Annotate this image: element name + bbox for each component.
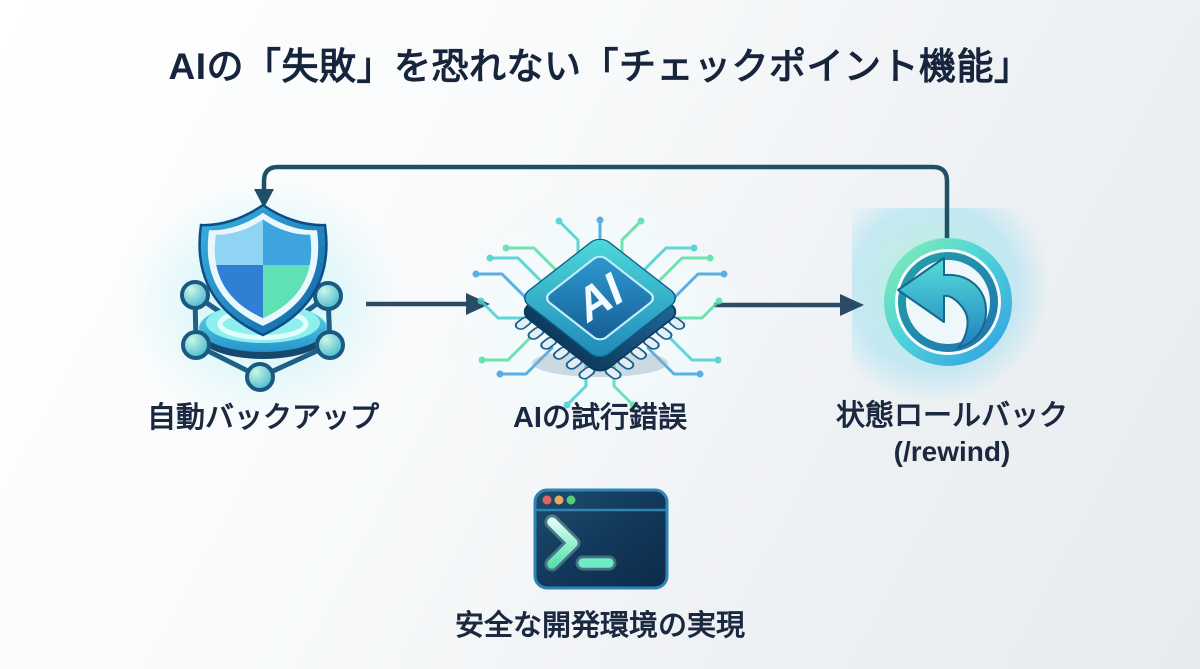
prompt-glyph [544, 514, 617, 572]
terminal-icon [533, 488, 669, 590]
label-auto-backup: 自動バックアップ [146, 402, 379, 434]
window-dot-green [566, 495, 576, 505]
rewind-icon [884, 238, 1012, 366]
label-ai-trial: AIの試行錯誤 [512, 402, 687, 434]
loop-arrow-rollback-to-backup [254, 164, 950, 242]
label-outcome: 安全な開発環境の実現 [454, 610, 745, 642]
arrow-backup-to-trial [366, 293, 490, 315]
ai-chip-icon: AI [472, 216, 728, 409]
arrow-trial-to-rollback [714, 294, 864, 316]
label-rollback: 状態ロールバック (/rewind) [782, 399, 1122, 470]
page-title: AIの「失敗」を恐れない「チェックポイント機能」 [168, 46, 1032, 87]
window-dot-orange [554, 495, 564, 505]
shield-network-icon [180, 203, 345, 392]
label-rollback-command: (/rewind) [893, 435, 1011, 467]
window-dot-red [542, 495, 552, 505]
undo-arrow-glyph [897, 257, 987, 349]
label-rollback-main: 状態ロールバック [835, 400, 1068, 432]
